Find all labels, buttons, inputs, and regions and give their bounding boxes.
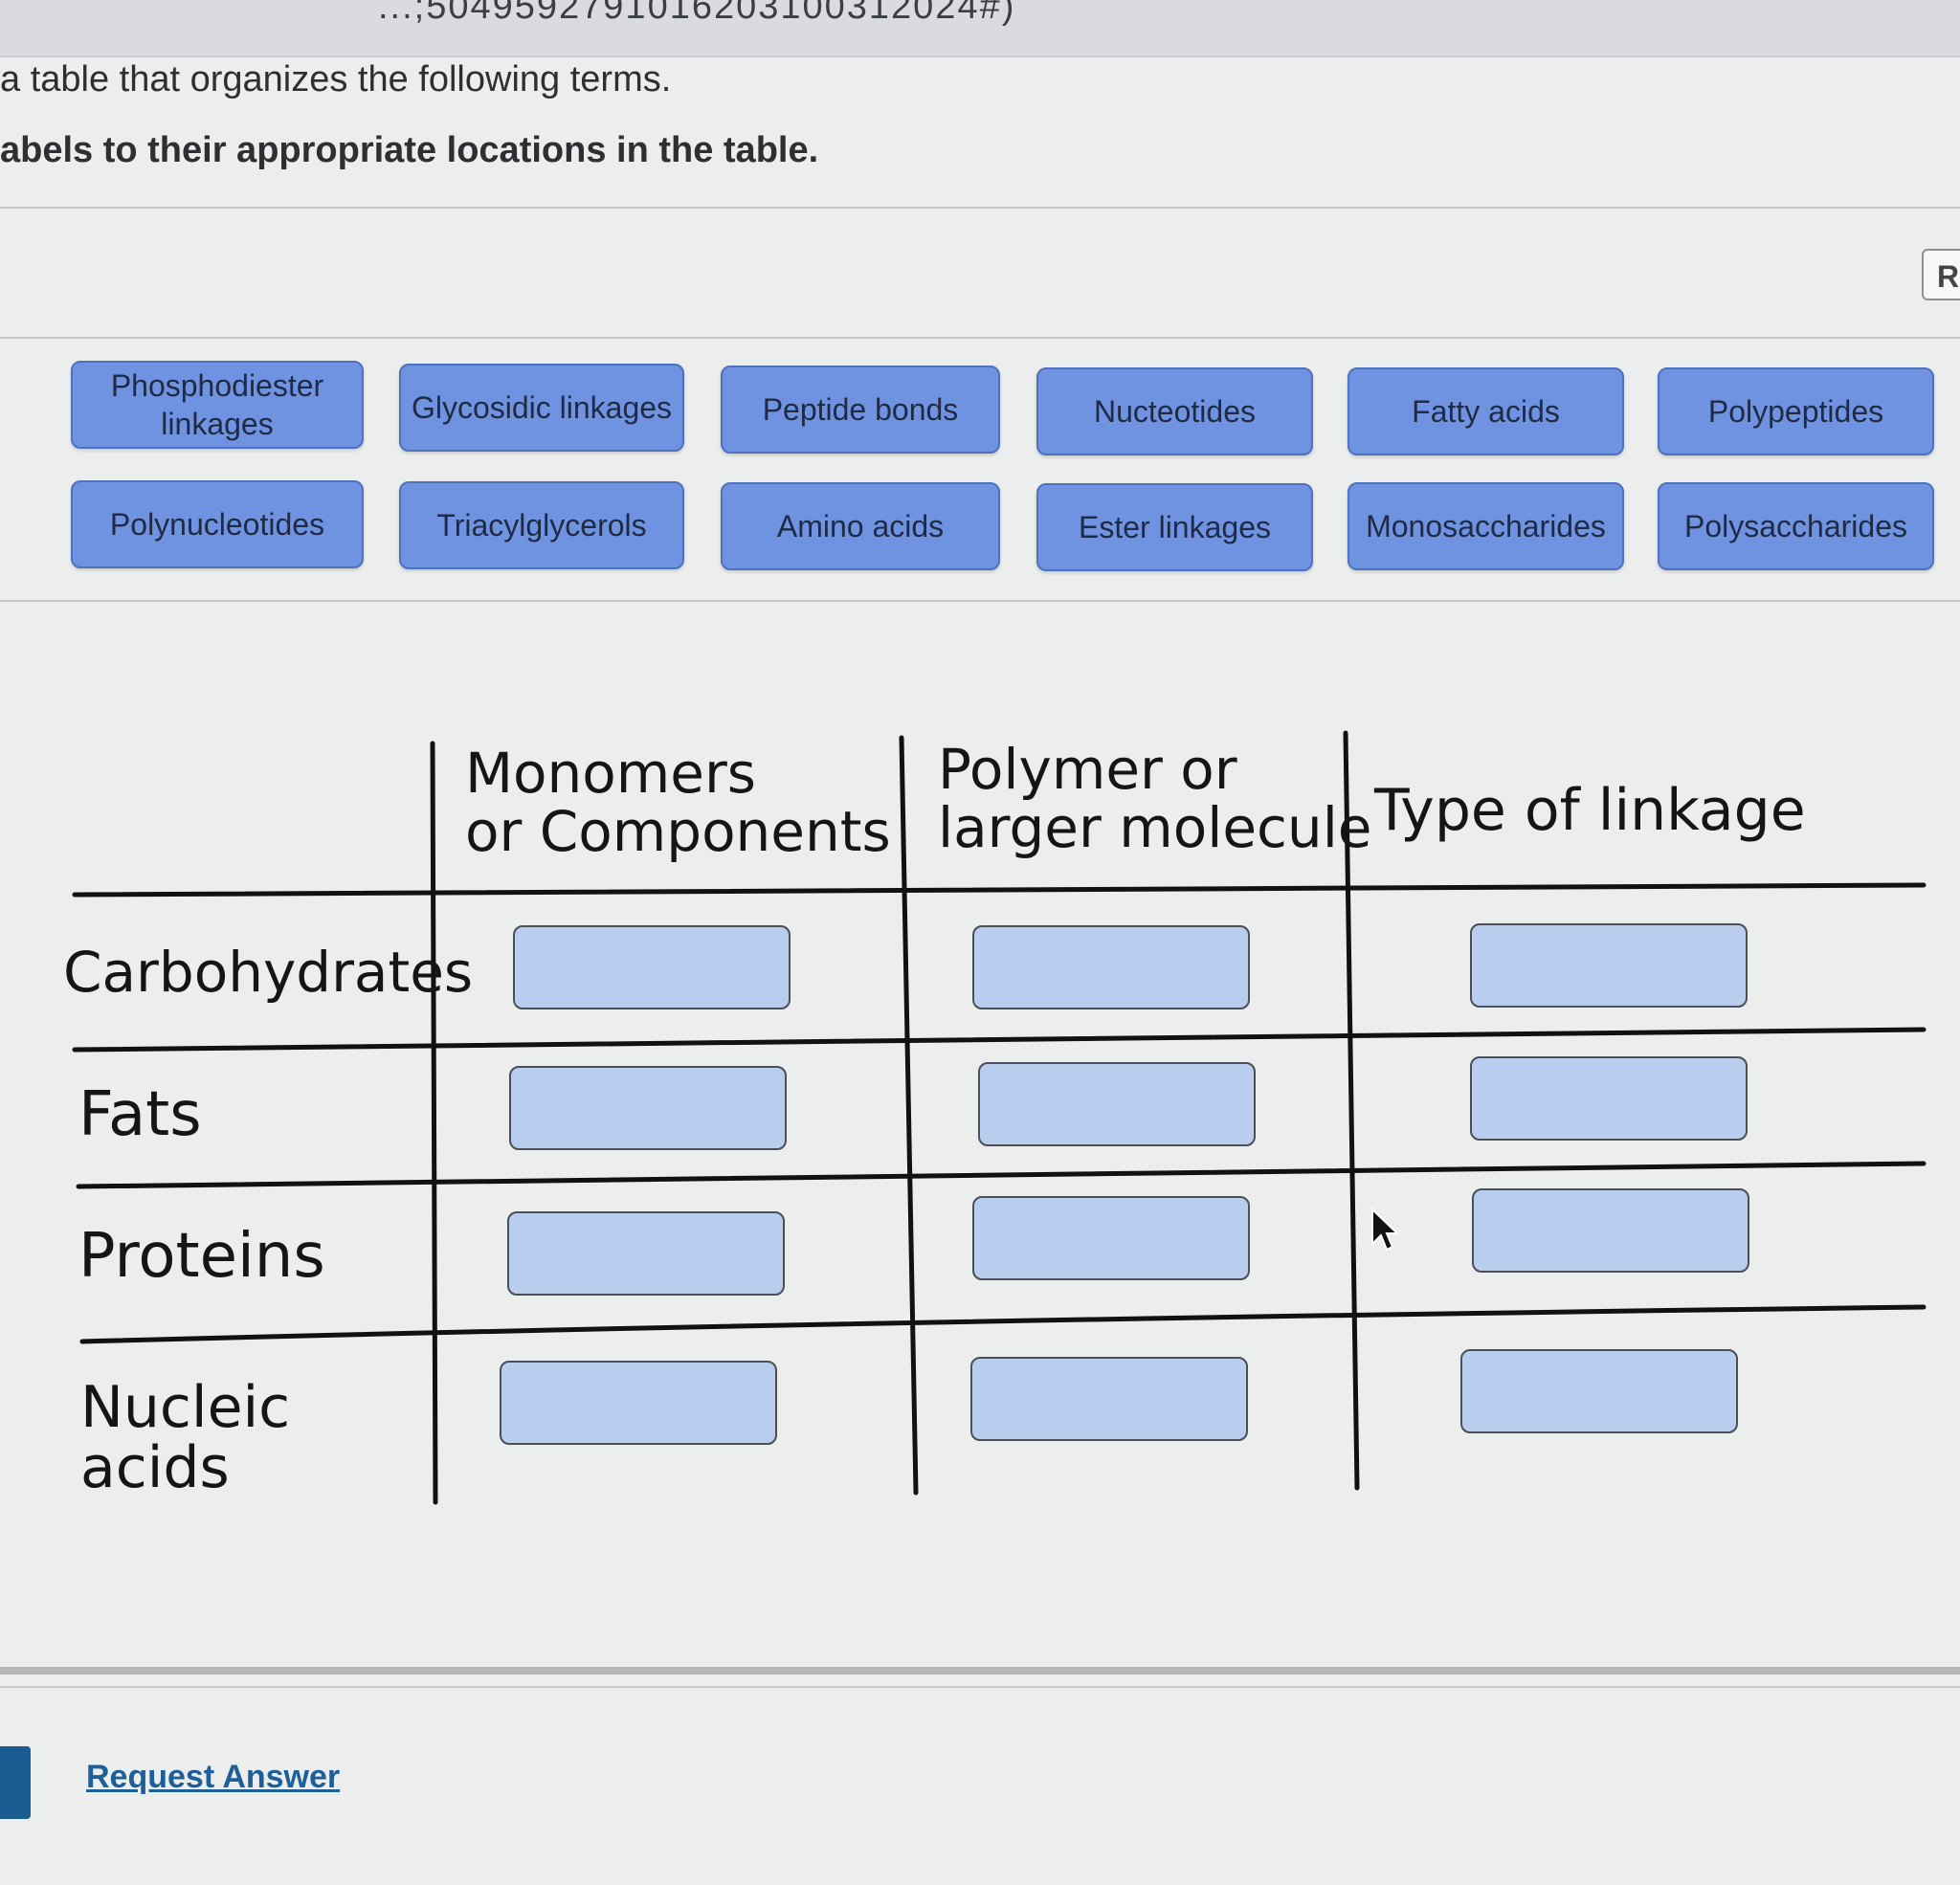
drop-target-carbohydrates-linkage[interactable] (1470, 923, 1748, 1008)
drop-target-fats-monomers[interactable] (509, 1066, 787, 1150)
instruction-line-1: a table that organizes the following ter… (0, 59, 672, 100)
drop-target-carbohydrates-monomers[interactable] (513, 925, 791, 1009)
divider (0, 207, 1960, 209)
footer-divider (0, 1686, 1960, 1688)
reset-button[interactable]: R (1922, 249, 1960, 300)
column-header-monomers: Monomers or Components (465, 741, 891, 864)
drop-target-fats-linkage[interactable] (1470, 1056, 1748, 1141)
drop-target-fats-polymer[interactable] (978, 1062, 1256, 1146)
label-polysaccharides[interactable]: Polysaccharides (1658, 482, 1934, 570)
column-header-linkage: Type of linkage (1374, 777, 1806, 844)
label-glycosidic-linkages[interactable]: Glycosidic linkages (399, 364, 684, 452)
drop-target-nucleic-acids-polymer[interactable] (970, 1357, 1248, 1441)
drop-target-nucleic-acids-linkage[interactable] (1460, 1349, 1738, 1433)
label-triacylglycerols[interactable]: Triacylglycerols (399, 481, 684, 569)
label-polynucleotides[interactable]: Polynucleotides (71, 480, 364, 568)
label-monosaccharides[interactable]: Monosaccharides (1348, 482, 1624, 570)
drop-target-proteins-polymer[interactable] (972, 1196, 1250, 1280)
label-ester-linkages[interactable]: Ester linkages (1036, 483, 1313, 571)
drop-target-nucleic-acids-monomers[interactable] (500, 1361, 777, 1445)
request-answer-link[interactable]: Request Answer (86, 1759, 341, 1795)
footer-divider (0, 1667, 1960, 1674)
divider (0, 337, 1960, 339)
drop-target-proteins-linkage[interactable] (1472, 1188, 1749, 1273)
drop-target-carbohydrates-polymer[interactable] (972, 925, 1250, 1009)
divider (0, 600, 1960, 602)
mouse-pointer-icon (1371, 1208, 1399, 1252)
column-header-polymer: Polymer or larger molecule (938, 737, 1372, 860)
instruction-line-2: abels to their appropriate locations in … (0, 130, 819, 170)
row-header-proteins: Proteins (78, 1221, 325, 1292)
row-header-nucleic-acids: Nucleic acids (80, 1374, 291, 1501)
label-phosphodiester-linkages[interactable]: Phosphodiester linkages (71, 361, 364, 449)
row-header-carbohydrates: Carbohydrates (63, 940, 474, 1005)
label-fatty-acids[interactable]: Fatty acids (1348, 367, 1624, 455)
label-peptide-bonds[interactable]: Peptide bonds (721, 366, 1000, 454)
cut-off-header-text: ...;5049592791016203100312024#) (378, 0, 1016, 27)
label-nucteotides[interactable]: Nucteotides (1036, 367, 1313, 455)
submit-button[interactable] (0, 1746, 31, 1819)
label-amino-acids[interactable]: Amino acids (721, 482, 1000, 570)
browser-top-band: ...;5049592791016203100312024#) (0, 0, 1960, 57)
row-header-fats: Fats (78, 1079, 202, 1150)
drop-target-proteins-monomers[interactable] (507, 1211, 785, 1296)
label-polypeptides[interactable]: Polypeptides (1658, 367, 1934, 455)
